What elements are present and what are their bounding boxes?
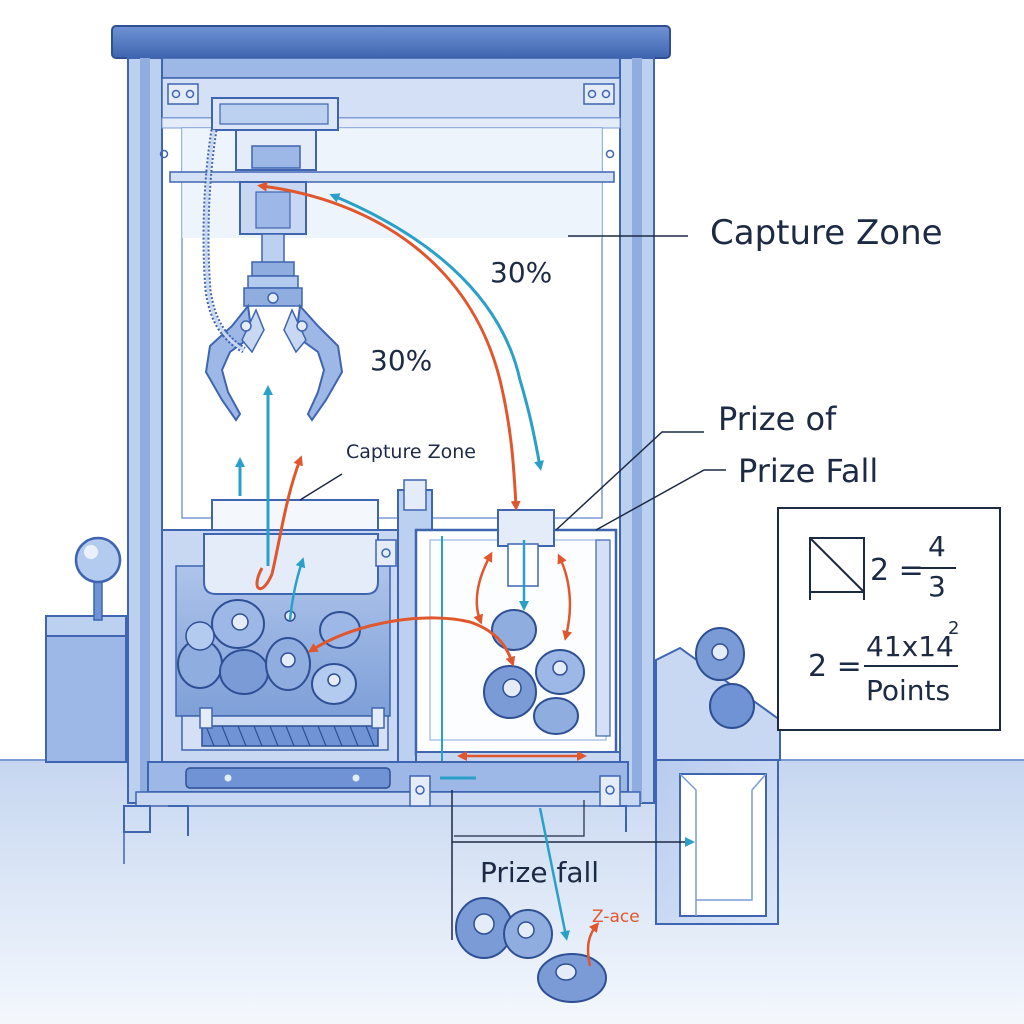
leader-prize-fall (595, 469, 726, 531)
prize-ball-icon (483, 609, 585, 735)
capture-zone-small-label: Capture Zone (346, 441, 476, 463)
arrow-cyan-long (329, 193, 544, 471)
formula-box (777, 507, 1001, 731)
arrow-cyan-pit (288, 557, 306, 621)
eq2-denominator: Points (866, 674, 950, 707)
eq1-denominator: 3 (928, 570, 946, 603)
percent-upper-label: 30% (490, 256, 552, 289)
prize-of-label: Prize of (718, 400, 837, 438)
eq2-numerator: 41x14 (866, 630, 954, 663)
cabinet-roof (111, 25, 671, 59)
capture-zone-label: Capture Zone (710, 213, 943, 253)
arrow-z-ace (586, 922, 600, 967)
cabinet-base (123, 761, 641, 864)
arrow-cyan-fall (538, 807, 570, 941)
eq1-numerator: 4 (928, 530, 946, 563)
diagonal-square-icon (809, 537, 865, 600)
arrow-pit-to-chamber (307, 616, 516, 667)
eq2-exponent: 2 (948, 618, 959, 639)
joystick-icon (45, 536, 127, 763)
prize-fall-label: Prize Fall (738, 452, 878, 490)
arrow-chamber-left (473, 551, 493, 625)
prize-fall-bottom-label: Prize fall (480, 856, 599, 889)
eq1-lhs: 2 = (870, 553, 924, 588)
eq2-lhs: 2 = (808, 649, 862, 684)
arrow-pit-up (255, 455, 303, 591)
z-ace-label: Z-ace (592, 907, 640, 927)
leader-capture-zone-small (299, 473, 343, 501)
arrow-chamber-right (557, 553, 573, 641)
leader-prize-of (555, 431, 704, 531)
prize-ball-icon (177, 599, 361, 705)
percent-lower-label: 30% (370, 344, 432, 377)
